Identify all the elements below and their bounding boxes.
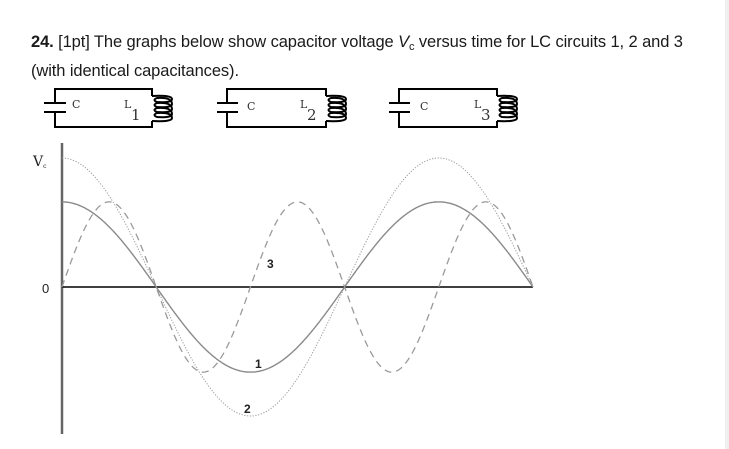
inductor-coil-icon — [325, 94, 348, 123]
scrollbar-track[interactable] — [725, 0, 729, 449]
curve-2 — [62, 157, 534, 417]
capacitor-label: C — [247, 100, 255, 113]
circuit-2: C L 2 — [217, 88, 348, 128]
inductor-subscript: 1 — [131, 106, 141, 124]
inductor-subscript: 3 — [481, 106, 491, 124]
capacitor-label: C — [72, 98, 80, 111]
circuit-1: C L 1 — [44, 88, 174, 128]
capacitor-label: C — [420, 100, 428, 113]
inductor-label: L — [474, 98, 482, 111]
vc-symbol: Vc — [398, 33, 415, 53]
question-text: 24. [1pt] The graphs below show capacito… — [31, 30, 721, 83]
inductor-subscript: 2 — [307, 106, 317, 124]
curve-3-label: 3 — [267, 257, 274, 271]
curve-1-label: 1 — [255, 357, 262, 371]
curve-2-label: 2 — [244, 402, 251, 416]
question-points: [1pt] — [58, 33, 90, 51]
curve-1 — [62, 201, 534, 373]
question-text-before: The graphs below show capacitor voltage — [89, 33, 399, 51]
inductor-coil-icon — [496, 94, 519, 123]
zero-tick-label: 0 — [42, 281, 49, 296]
y-axis-label: Vc — [32, 154, 47, 170]
question-number: 24. — [31, 33, 54, 51]
inductor-label: L — [300, 98, 308, 111]
inductor-coil-icon — [151, 94, 174, 123]
inductor-label: L — [124, 98, 132, 111]
circuit-3: C L 3 — [389, 88, 519, 128]
question-text-after: versus time for LC circuits 1, 2 and 3 (… — [31, 33, 683, 80]
